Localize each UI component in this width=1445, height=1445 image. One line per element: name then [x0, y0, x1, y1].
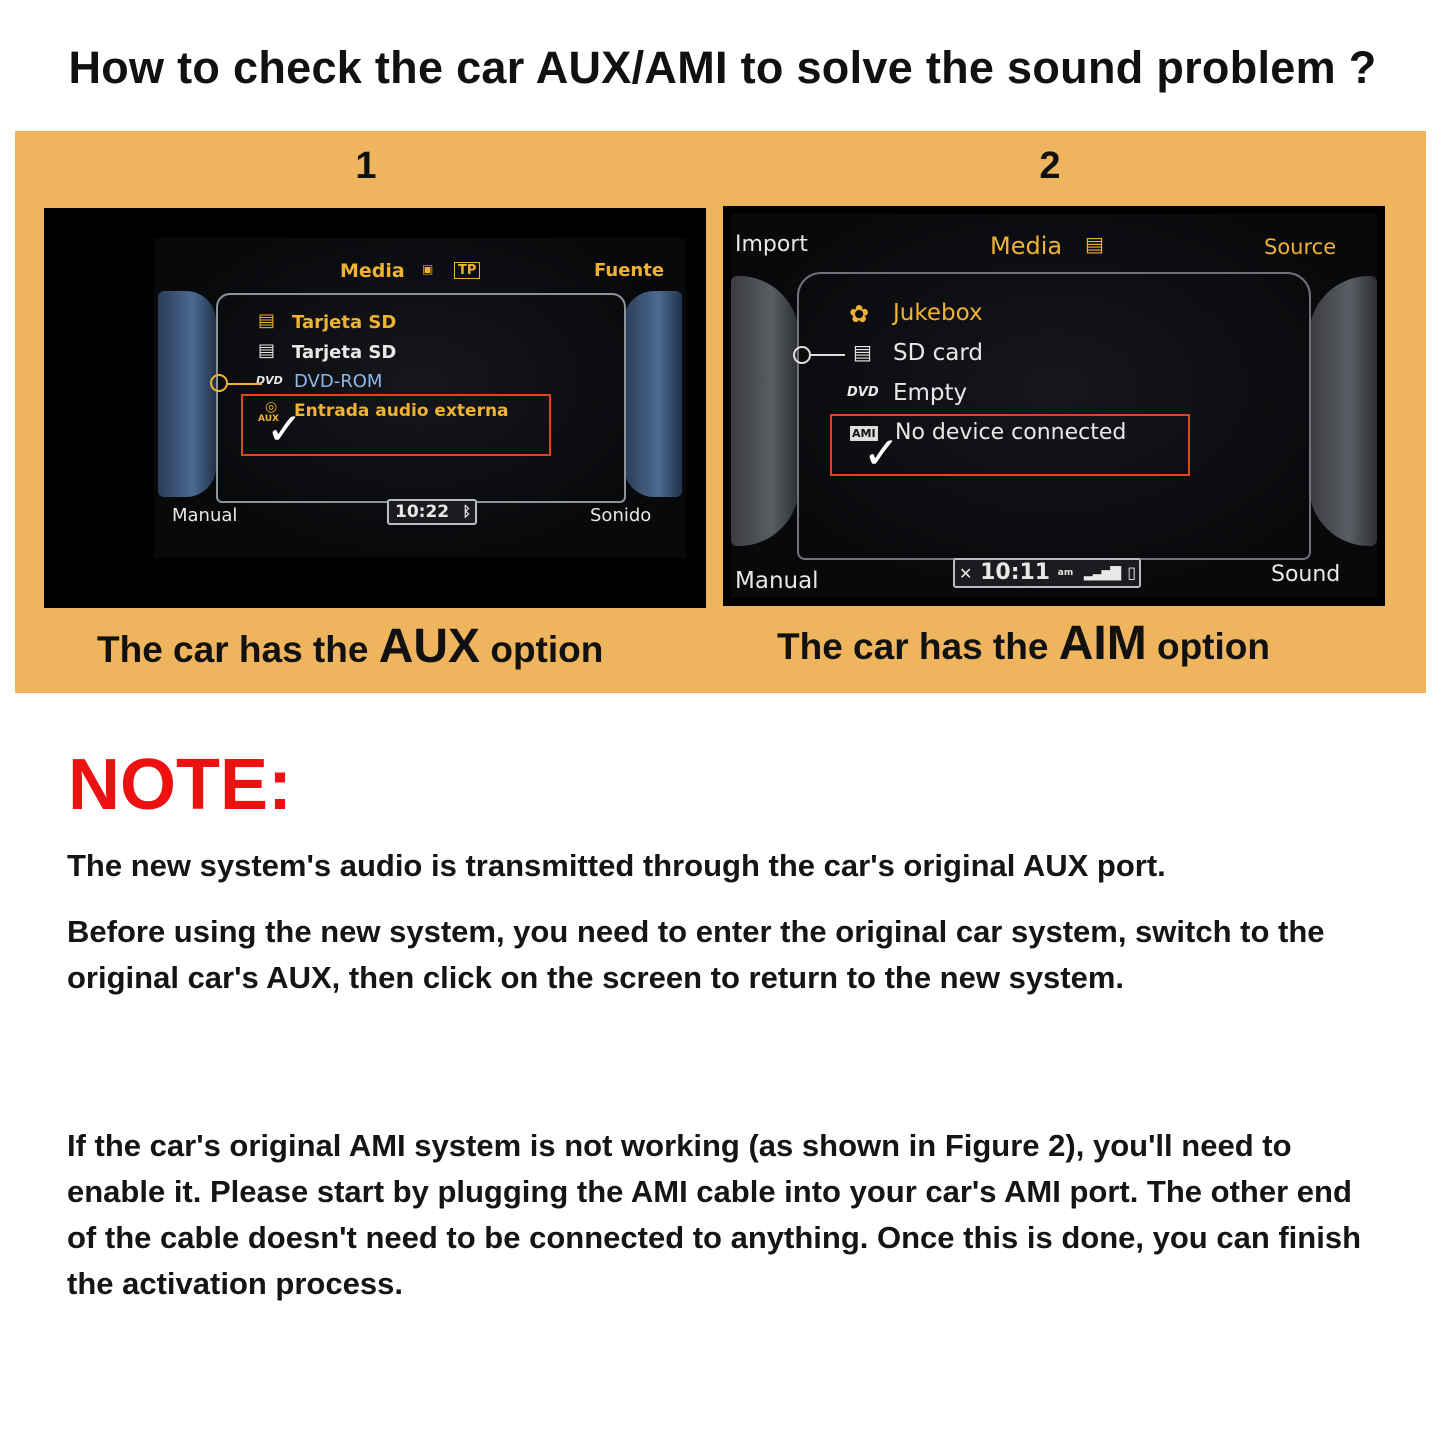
battery-icon: ▯ [1127, 563, 1136, 582]
mute-icon: ✕ [959, 564, 973, 583]
checkmark-icon: ✓ [266, 404, 303, 455]
figure-1-caption: The car has the AUX option [97, 619, 603, 674]
sonido-label[interactable]: Sonido [590, 505, 652, 526]
caption-1-prefix: The car has the [97, 629, 369, 670]
menu-item-jukebox[interactable]: Jukebox [893, 300, 983, 326]
menu-item-sd-card[interactable]: SD card [893, 340, 984, 366]
ami-icon: AMI [850, 426, 878, 441]
right-dial-wing [624, 291, 682, 497]
dial-pointer [811, 354, 845, 356]
sd-card-icon: ▤ [1085, 232, 1104, 256]
comparison-panel: 1 Media ▣ TP Fuente ▤ Tarjeta SD ▤ Tarje… [15, 131, 1426, 693]
sd-card-icon: ▣ [422, 262, 434, 276]
clock-time: 10:22 [395, 502, 450, 522]
clock-time: 10:11 [980, 560, 1051, 585]
dial-knob-icon [793, 346, 811, 364]
jukebox-icon: ✿ [849, 300, 870, 328]
sound-label[interactable]: Sound [1271, 562, 1341, 587]
signal-icon: ▂▃▅▇ [1083, 565, 1121, 581]
note-paragraph-2: Before using the new system, you need to… [67, 914, 1325, 995]
aux-highlight-box [241, 394, 551, 456]
checkmark-icon: ✓ [863, 428, 900, 479]
note-heading: NOTE: [68, 745, 292, 825]
figure-2-display [731, 214, 1377, 598]
page-title: How to check the car AUX/AMI to solve th… [68, 42, 1377, 93]
caption-2-suffix: option [1156, 626, 1270, 667]
aux-icon: ◎ [265, 399, 278, 415]
aux-icon-label: AUX [258, 414, 279, 424]
left-dial-wing [158, 291, 216, 497]
manual-label[interactable]: Manual [172, 505, 238, 526]
caption-2-keyword: AIM [1058, 617, 1147, 670]
figure-2-caption: The car has the AIM option [777, 616, 1270, 671]
tp-badge: TP [454, 262, 481, 279]
dial-pointer [228, 383, 262, 385]
clock: 10:22 ᛒ [387, 499, 477, 525]
dvd-icon: DVD [256, 374, 283, 387]
ami-highlight-box [830, 414, 1190, 476]
clock: ✕ 10:11 am ▂▃▅▇ ▯ [953, 558, 1141, 588]
sd-card-icon: ▤ [853, 340, 872, 364]
fuente-label[interactable]: Fuente [594, 260, 665, 281]
media-header: Media [990, 232, 1063, 260]
menu-item-no-device-connected[interactable]: No device connected [895, 420, 1127, 445]
figure-1-number: 1 [355, 145, 377, 187]
menu-item-empty[interactable]: Empty [893, 380, 968, 406]
figure-2-screen: Import Media ▤ Source ✿ Jukebox ▤ SD car… [723, 206, 1385, 606]
source-label[interactable]: Source [1264, 235, 1337, 259]
caption-2-prefix: The car has the [777, 626, 1049, 667]
sd-card-1-icon: ▤ [258, 310, 276, 331]
left-dial-wing [731, 276, 799, 546]
media-header: Media [340, 260, 405, 282]
bluetooth-icon: ᛒ [462, 504, 471, 520]
manual-label[interactable]: Manual [735, 568, 819, 594]
sd-card-2-icon: ▤ [258, 340, 276, 361]
dial-knob-icon [210, 374, 228, 392]
import-label[interactable]: Import [735, 232, 809, 257]
dvd-icon: DVD [847, 385, 879, 400]
clock-ampm: am [1057, 568, 1074, 578]
menu-item-tarjeta-sd-1[interactable]: Tarjeta SD [292, 312, 397, 333]
figure-1-screen: Media ▣ TP Fuente ▤ Tarjeta SD ▤ Tarjeta… [44, 208, 706, 608]
menu-item-dvd-rom[interactable]: DVD-ROM [294, 371, 383, 392]
right-dial-wing [1309, 276, 1377, 546]
menu-item-entrada-audio-externa[interactable]: Entrada audio externa [294, 401, 509, 421]
note-paragraph-3: If the car's original AMI system is not … [67, 1128, 1362, 1301]
figure-2-number: 2 [1039, 145, 1061, 187]
caption-1-keyword: AUX [378, 620, 481, 673]
note-paragraph-1: The new system's audio is transmitted th… [67, 848, 1166, 883]
caption-1-suffix: option [490, 629, 604, 670]
menu-item-tarjeta-sd-2[interactable]: Tarjeta SD [292, 342, 397, 363]
